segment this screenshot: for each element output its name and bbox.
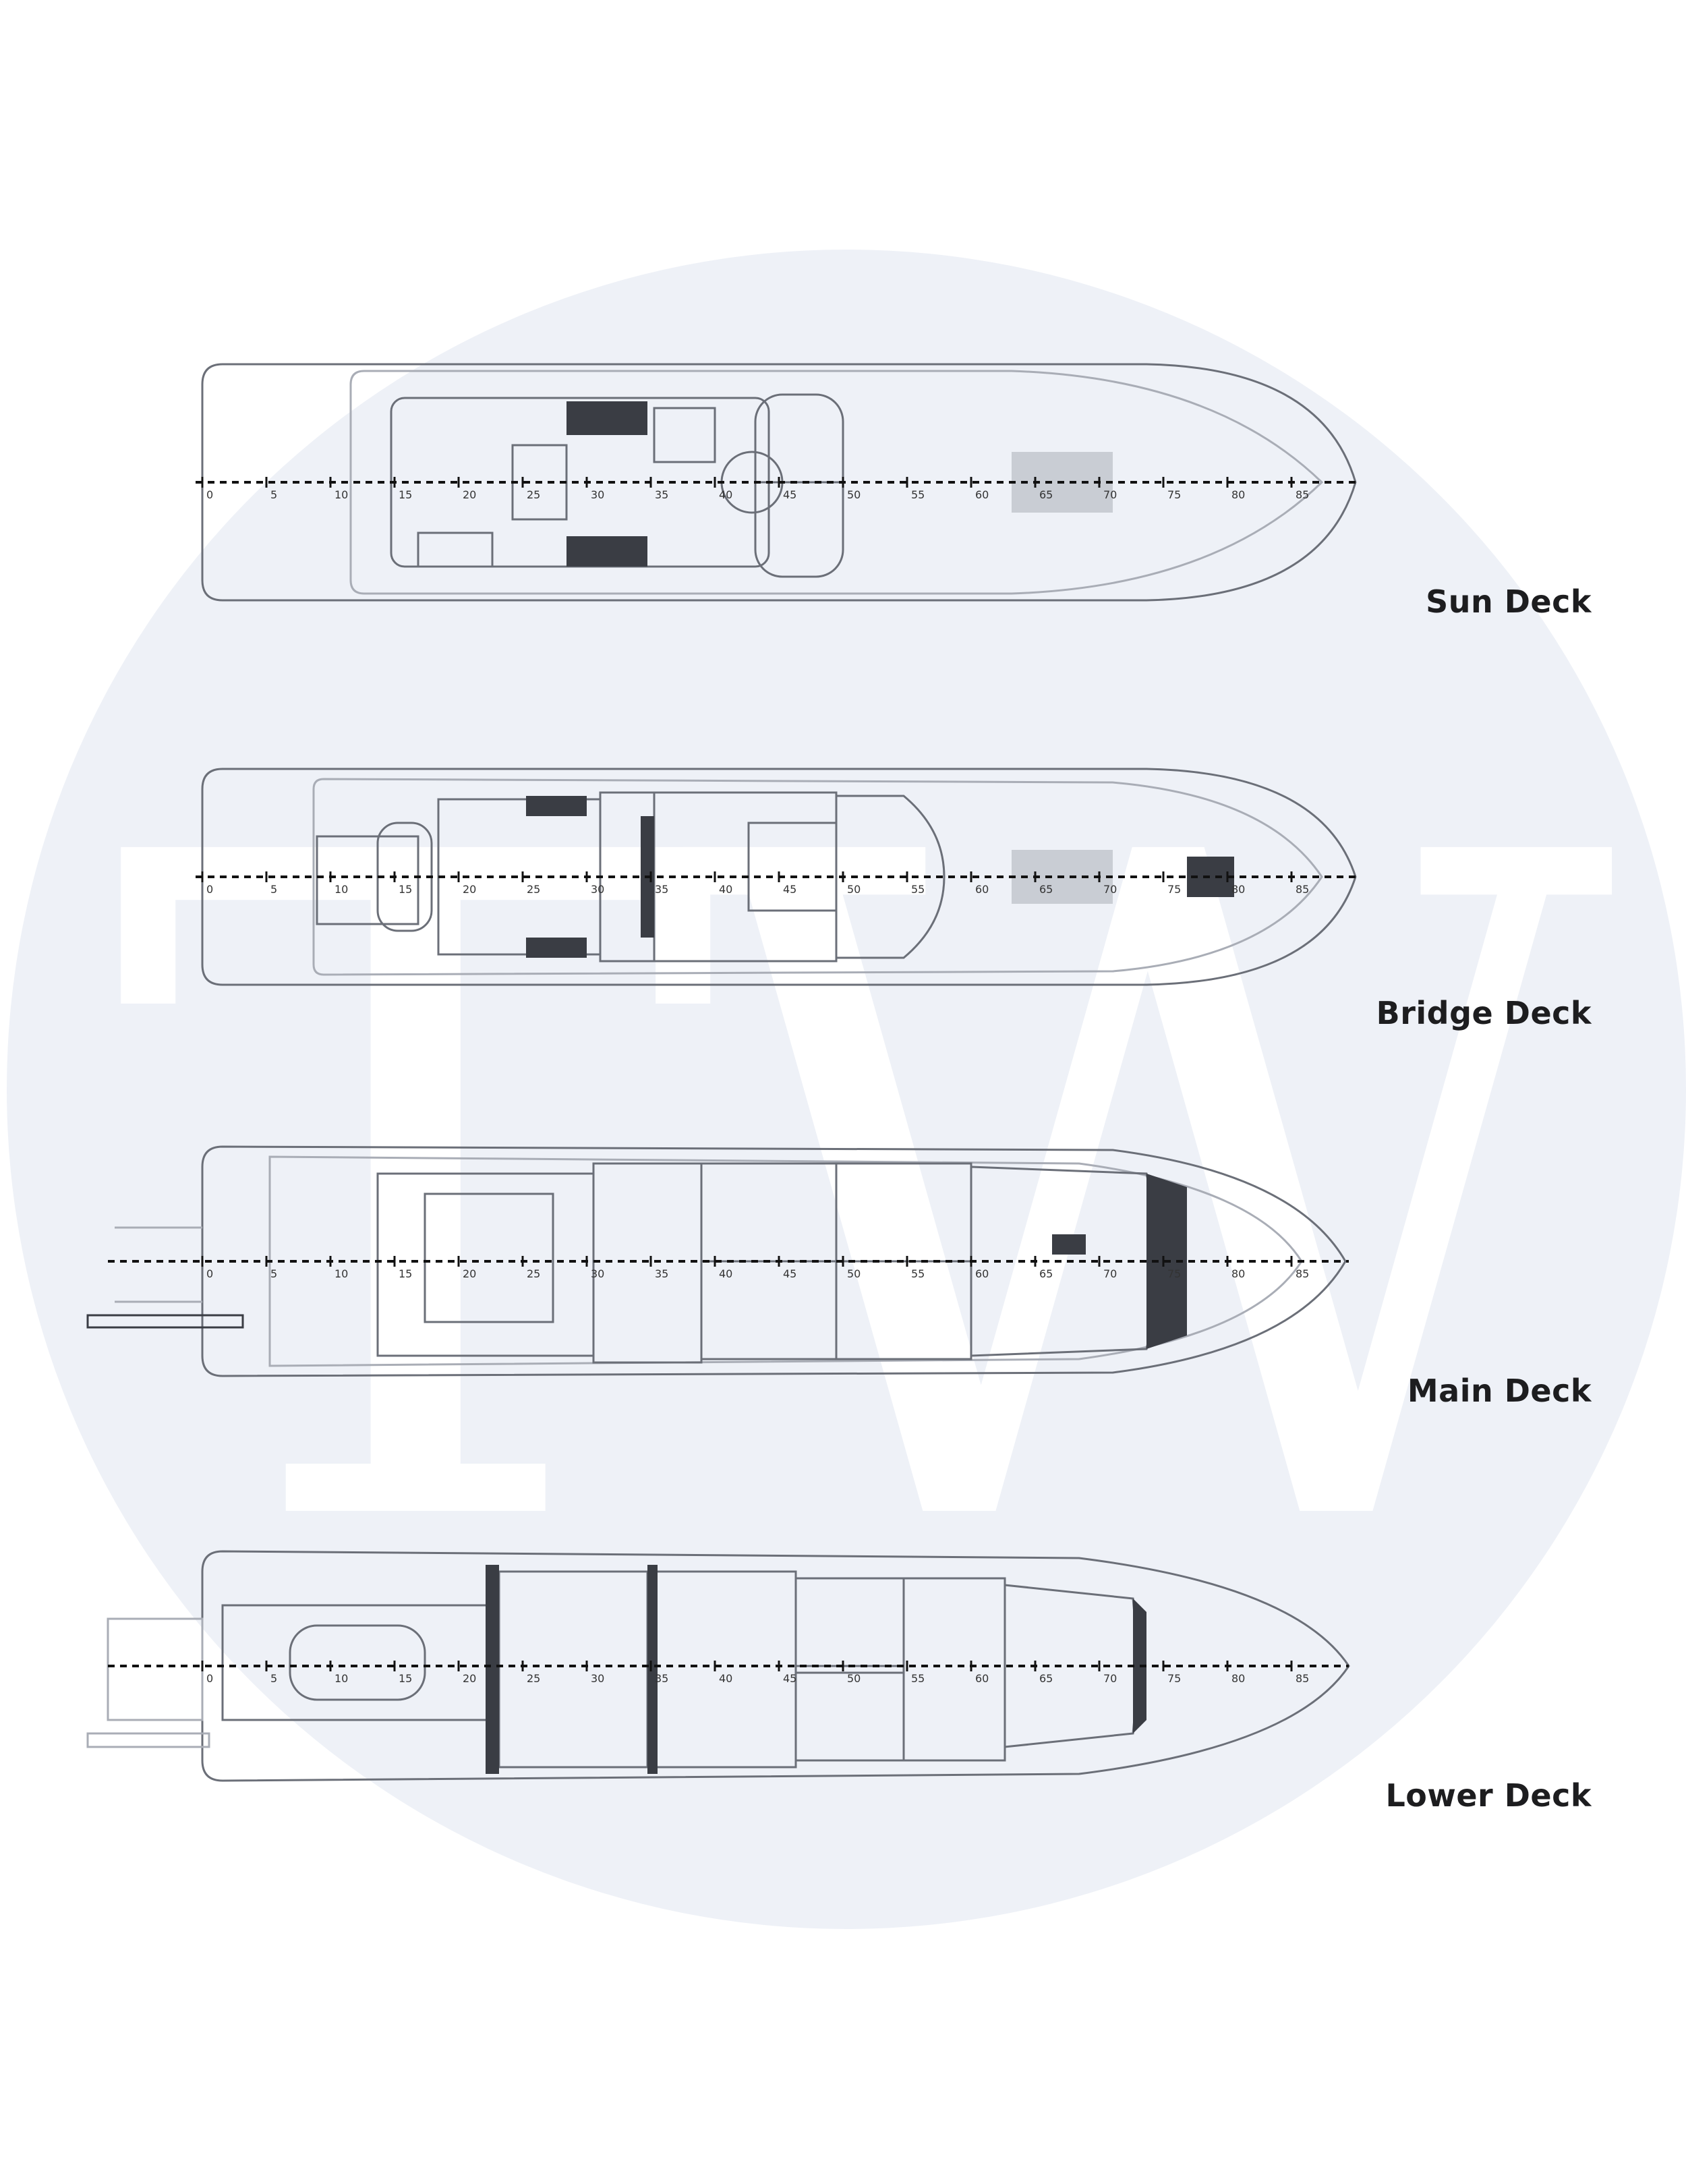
scale-tick-label: 30 bbox=[591, 1672, 604, 1685]
scale-tick-label: 30 bbox=[591, 488, 604, 501]
scale-tick-label: 40 bbox=[719, 1267, 732, 1280]
scale-tick-label: 35 bbox=[655, 883, 668, 896]
scale-tick-label: 55 bbox=[911, 883, 925, 896]
scale-tick-label: 80 bbox=[1231, 488, 1245, 501]
scale-tick-label: 40 bbox=[719, 1672, 732, 1685]
scale-tick-label: 15 bbox=[399, 488, 412, 501]
scale-tick-label: 10 bbox=[335, 1672, 348, 1685]
scale-tick-label: 60 bbox=[975, 883, 989, 896]
scale-tick-label: 20 bbox=[463, 1672, 476, 1685]
scale-tick-label: 80 bbox=[1231, 883, 1245, 896]
scale-tick-label: 45 bbox=[783, 488, 796, 501]
scale-tick-label: 25 bbox=[527, 883, 540, 896]
sun-deck-plan: 0 5 10 15 20 25 30 35 40 45 50 55 60 65 70 75 80 85 Sun D… bbox=[0, 351, 1686, 641]
scale-tick-label: 85 bbox=[1296, 1267, 1309, 1280]
scale-tick-label: 25 bbox=[527, 1672, 540, 1685]
scale-tick-label: 25 bbox=[527, 488, 540, 501]
scale-tick-label: 25 bbox=[527, 1267, 540, 1280]
scale-tick-label: 70 bbox=[1103, 883, 1117, 896]
scale-tick-label: 45 bbox=[783, 1672, 796, 1685]
bridge-deck-outline bbox=[312, 778, 1323, 976]
scale-tick-label: 70 bbox=[1103, 488, 1117, 501]
scale-tick-label: 80 bbox=[1231, 1672, 1245, 1685]
scale-tick-label: 0 bbox=[206, 1672, 213, 1685]
scale-tick-label: 50 bbox=[847, 488, 861, 501]
scale-tick-label: 65 bbox=[1039, 1267, 1053, 1280]
watermark-letters: TW bbox=[112, 666, 1618, 1726]
scale-tick-label: 65 bbox=[1039, 488, 1053, 501]
scale-tick-label: 65 bbox=[1039, 1672, 1053, 1685]
bridge-deck-plan: 0 5 10 15 20 25 30 35 40 45 50 55 60 65 70 75 80 85 Bridg… bbox=[0, 755, 1686, 1039]
scale-tick-label: 5 bbox=[270, 1672, 277, 1685]
sun-hull-outline bbox=[201, 363, 1357, 602]
scale-tick-label: 85 bbox=[1296, 883, 1309, 896]
scale-tick-label: 15 bbox=[399, 1267, 412, 1280]
scale-tick-label: 45 bbox=[783, 883, 796, 896]
watermark-circle bbox=[7, 250, 1686, 1929]
scale-tick-label: 40 bbox=[719, 883, 732, 896]
scale-tick-label: 75 bbox=[1167, 1267, 1181, 1280]
scale-tick-label: 5 bbox=[270, 883, 277, 896]
scale-tick-label: 60 bbox=[975, 488, 989, 501]
scale-tick-label: 65 bbox=[1039, 883, 1053, 896]
scale-tick-label: 35 bbox=[655, 1267, 668, 1280]
scale-tick-label: 70 bbox=[1103, 1267, 1117, 1280]
main-deck-label: Main Deck bbox=[1407, 1373, 1592, 1409]
scale-tick-label: 0 bbox=[206, 488, 213, 501]
scale-tick-label: 5 bbox=[270, 1267, 277, 1280]
sun-deck-drawing: 0 5 10 15 20 25 30 35 40 45 50 55 60 65 70 75 80 85 bbox=[196, 363, 1357, 602]
bridge-deck-label: Bridge Deck bbox=[1376, 995, 1592, 1031]
scale-tick-label: 75 bbox=[1167, 488, 1181, 501]
scale-tick-label: 50 bbox=[847, 1267, 861, 1280]
lower-deck-plan: 0 5 10 15 20 25 30 35 40 45 50 55 60 65 70 75 80 85 Lower… bbox=[0, 1538, 1686, 1841]
bridge-hull-outline bbox=[201, 768, 1357, 986]
main-deck-plan: 0 5 10 15 20 25 30 35 40 45 50 55 60 65 70 75 80 85 Main … bbox=[0, 1133, 1686, 1437]
scale-tick-label: 50 bbox=[847, 1672, 861, 1685]
scale-tick-label: 15 bbox=[399, 1672, 412, 1685]
scale-tick-label: 75 bbox=[1167, 1672, 1181, 1685]
main-hull-outline bbox=[201, 1145, 1347, 1377]
scale-tick-label: 85 bbox=[1296, 488, 1309, 501]
scale-tick-label: 20 bbox=[463, 488, 476, 501]
scale-tick-label: 35 bbox=[655, 1672, 668, 1685]
scale-tick-label: 40 bbox=[719, 488, 732, 501]
lower-hull-outline bbox=[201, 1550, 1350, 1782]
scale-tick-label: 0 bbox=[206, 883, 213, 896]
scale-tick-label: 20 bbox=[463, 1267, 476, 1280]
scale-tick-label: 15 bbox=[399, 883, 412, 896]
scale-tick-label: 45 bbox=[783, 1267, 796, 1280]
scale-tick-label: 60 bbox=[975, 1267, 989, 1280]
lower-deck-label: Lower Deck bbox=[1385, 1777, 1592, 1814]
bridge-deck-drawing: 0 5 10 15 20 25 30 35 40 45 50 55 60 65 70 75 80 85 bbox=[196, 768, 1357, 986]
scale-tick-label: 30 bbox=[591, 1267, 604, 1280]
scale-tick-label: 30 bbox=[591, 883, 604, 896]
scale-tick-label: 0 bbox=[206, 1267, 213, 1280]
sun-deck-outline bbox=[349, 370, 1324, 595]
lower-deck-drawing: 0 5 10 15 20 25 30 35 40 45 50 55 60 65 70 75 80 85 bbox=[86, 1550, 1350, 1782]
scale-tick-label: 70 bbox=[1103, 1672, 1117, 1685]
scale-tick-label: 5 bbox=[270, 488, 277, 501]
main-deck-drawing: 0 5 10 15 20 25 30 35 40 45 50 55 60 65 70 75 80 85 bbox=[86, 1145, 1349, 1377]
scale-tick-label: 20 bbox=[463, 883, 476, 896]
sun-deck-label: Sun Deck bbox=[1426, 583, 1592, 620]
scale-tick-label: 50 bbox=[847, 883, 861, 896]
scale-tick-label: 55 bbox=[911, 1672, 925, 1685]
scale-tick-label: 10 bbox=[335, 883, 348, 896]
scale-tick-label: 55 bbox=[911, 488, 925, 501]
scale-tick-label: 35 bbox=[655, 488, 668, 501]
scale-tick-label: 75 bbox=[1167, 883, 1181, 896]
scale-tick-label: 85 bbox=[1296, 1672, 1309, 1685]
scale-tick-label: 10 bbox=[335, 1267, 348, 1280]
scale-tick-label: 55 bbox=[911, 1267, 925, 1280]
scale-tick-label: 10 bbox=[335, 488, 348, 501]
scale-tick-label: 80 bbox=[1231, 1267, 1245, 1280]
scale-tick-label: 60 bbox=[975, 1672, 989, 1685]
